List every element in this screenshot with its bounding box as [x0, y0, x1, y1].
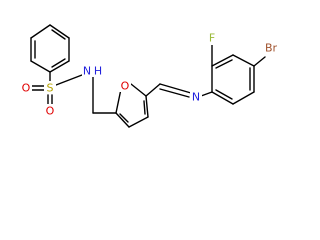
- sulfur-atom: S: [47, 82, 54, 95]
- sulfonyl-oxygen-left: O: [22, 82, 31, 95]
- furan-ch-bond: [145, 83, 161, 97]
- sulfonamide-nitrogen: N: [83, 65, 91, 78]
- sulfonamide-hydrogen: H: [94, 65, 102, 78]
- structure-drawing: S O O N H O N F Br: [20, 24, 280, 128]
- sulfonyl-oxygen-bottom: O: [46, 105, 55, 118]
- imine-double-bond: [159, 83, 192, 98]
- furan-oxygen: O: [121, 80, 130, 93]
- n-aryl-bond: [200, 91, 213, 97]
- benzene-ring: [30, 24, 70, 73]
- fluorine-atom: F: [209, 32, 215, 45]
- imine-nitrogen: N: [192, 91, 200, 104]
- atom-labels: S O O N H O N F Br: [20, 32, 280, 118]
- bromine-atom: Br: [265, 42, 278, 55]
- bromofluorophenyl-ring: [211, 54, 255, 105]
- s-n-bond: [55, 74, 83, 86]
- molecule-diagram: S O O N H O N F Br: [20, 24, 280, 128]
- c-br-bond: [253, 56, 266, 67]
- furan-ring: [115, 83, 149, 128]
